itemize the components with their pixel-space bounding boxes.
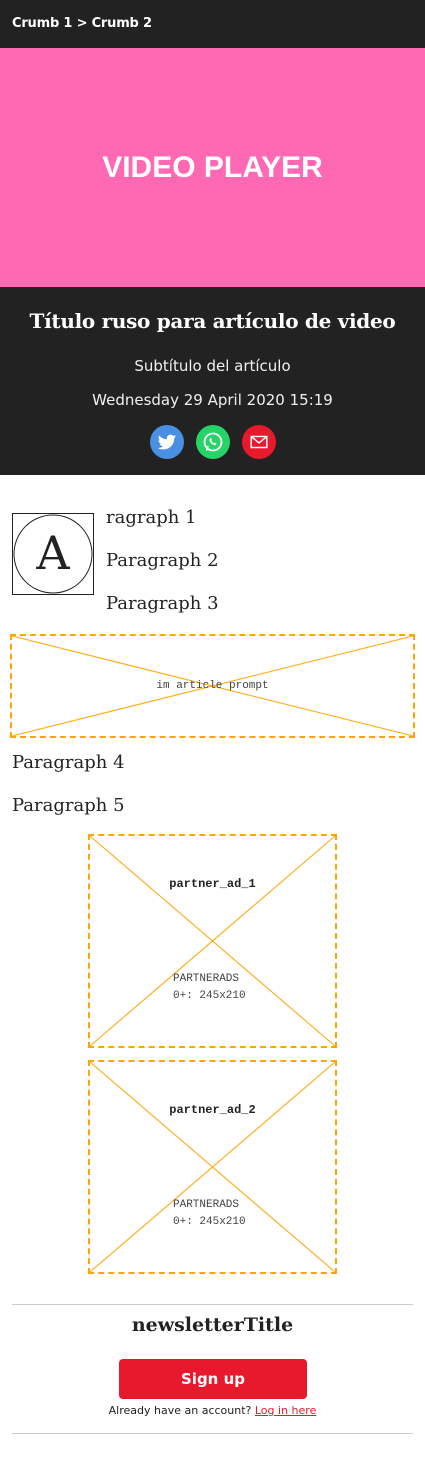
partner-ad-2[interactable]: partner_ad_2 PARTNERADS 0+: 245x210 <box>88 1060 337 1274</box>
breadcrumb-crumb-2[interactable]: Crumb 2 <box>91 16 152 31</box>
share-whatsapp-button[interactable] <box>196 425 230 459</box>
newsletter-top-divider <box>12 1304 413 1305</box>
twitter-icon <box>157 434 177 450</box>
share-email-button[interactable] <box>242 425 276 459</box>
partner-ad-1-network: PARTNERADS <box>173 973 240 985</box>
paragraph-1: ragraph 1 <box>106 507 197 528</box>
video-player-label: VIDEO PLAYER <box>102 150 323 184</box>
login-prompt: Already have an account? Log in here <box>0 1404 425 1417</box>
article-prompt-ad[interactable]: im article prompt <box>10 634 415 738</box>
paragraph-5: Paragraph 5 <box>12 795 125 816</box>
top-bar: Crumb 1 > Crumb 2 <box>0 0 425 48</box>
share-twitter-button[interactable] <box>150 425 184 459</box>
paragraph-3: Paragraph 3 <box>106 593 219 614</box>
login-prompt-text: Already have an account? <box>108 1404 252 1417</box>
breadcrumb-separator: > <box>76 16 88 31</box>
article-date: Wednesday 29 April 2020 15:19 <box>92 391 333 409</box>
paragraph-4: Paragraph 4 <box>12 752 125 773</box>
partner-ad-2-title: partner_ad_2 <box>169 1103 256 1117</box>
drop-cap-circle: A <box>13 514 93 594</box>
partner-ad-1[interactable]: partner_ad_1 PARTNERADS 0+: 245x210 <box>88 834 337 1048</box>
ad-placeholder-cross <box>90 1062 335 1272</box>
article-title: Título ruso para artículo de video <box>29 309 396 333</box>
partner-ad-1-title: partner_ad_1 <box>169 877 256 891</box>
share-buttons <box>150 425 276 459</box>
video-player[interactable]: VIDEO PLAYER <box>0 48 425 287</box>
partner-ad-2-network: PARTNERADS <box>173 1199 240 1211</box>
login-link[interactable]: Log in here <box>254 1404 317 1417</box>
article-prompt-label: im article prompt <box>156 680 269 692</box>
newsletter-title: newsletterTitle <box>131 1314 294 1336</box>
paragraph-2: Paragraph 2 <box>106 550 219 571</box>
newsletter-bottom-divider <box>12 1433 413 1434</box>
partner-ad-1-size: 0+: 245x210 <box>173 990 246 1002</box>
drop-cap: A <box>12 513 94 595</box>
ad-placeholder-cross <box>90 836 335 1046</box>
signup-button[interactable]: Sign up <box>119 1359 307 1399</box>
partner-ad-2-size: 0+: 245x210 <box>173 1216 246 1228</box>
drop-cap-letter: A <box>35 526 70 580</box>
article-subtitle: Subtítulo del artículo <box>134 357 291 375</box>
ad-placeholder-cross <box>12 636 413 736</box>
breadcrumb-crumb-1[interactable]: Crumb 1 <box>12 16 73 31</box>
breadcrumb: Crumb 1 > Crumb 2 <box>12 16 152 31</box>
article-header: Título ruso para artículo de video Subtí… <box>0 287 425 475</box>
email-icon <box>250 435 268 449</box>
whatsapp-icon <box>203 432 223 452</box>
